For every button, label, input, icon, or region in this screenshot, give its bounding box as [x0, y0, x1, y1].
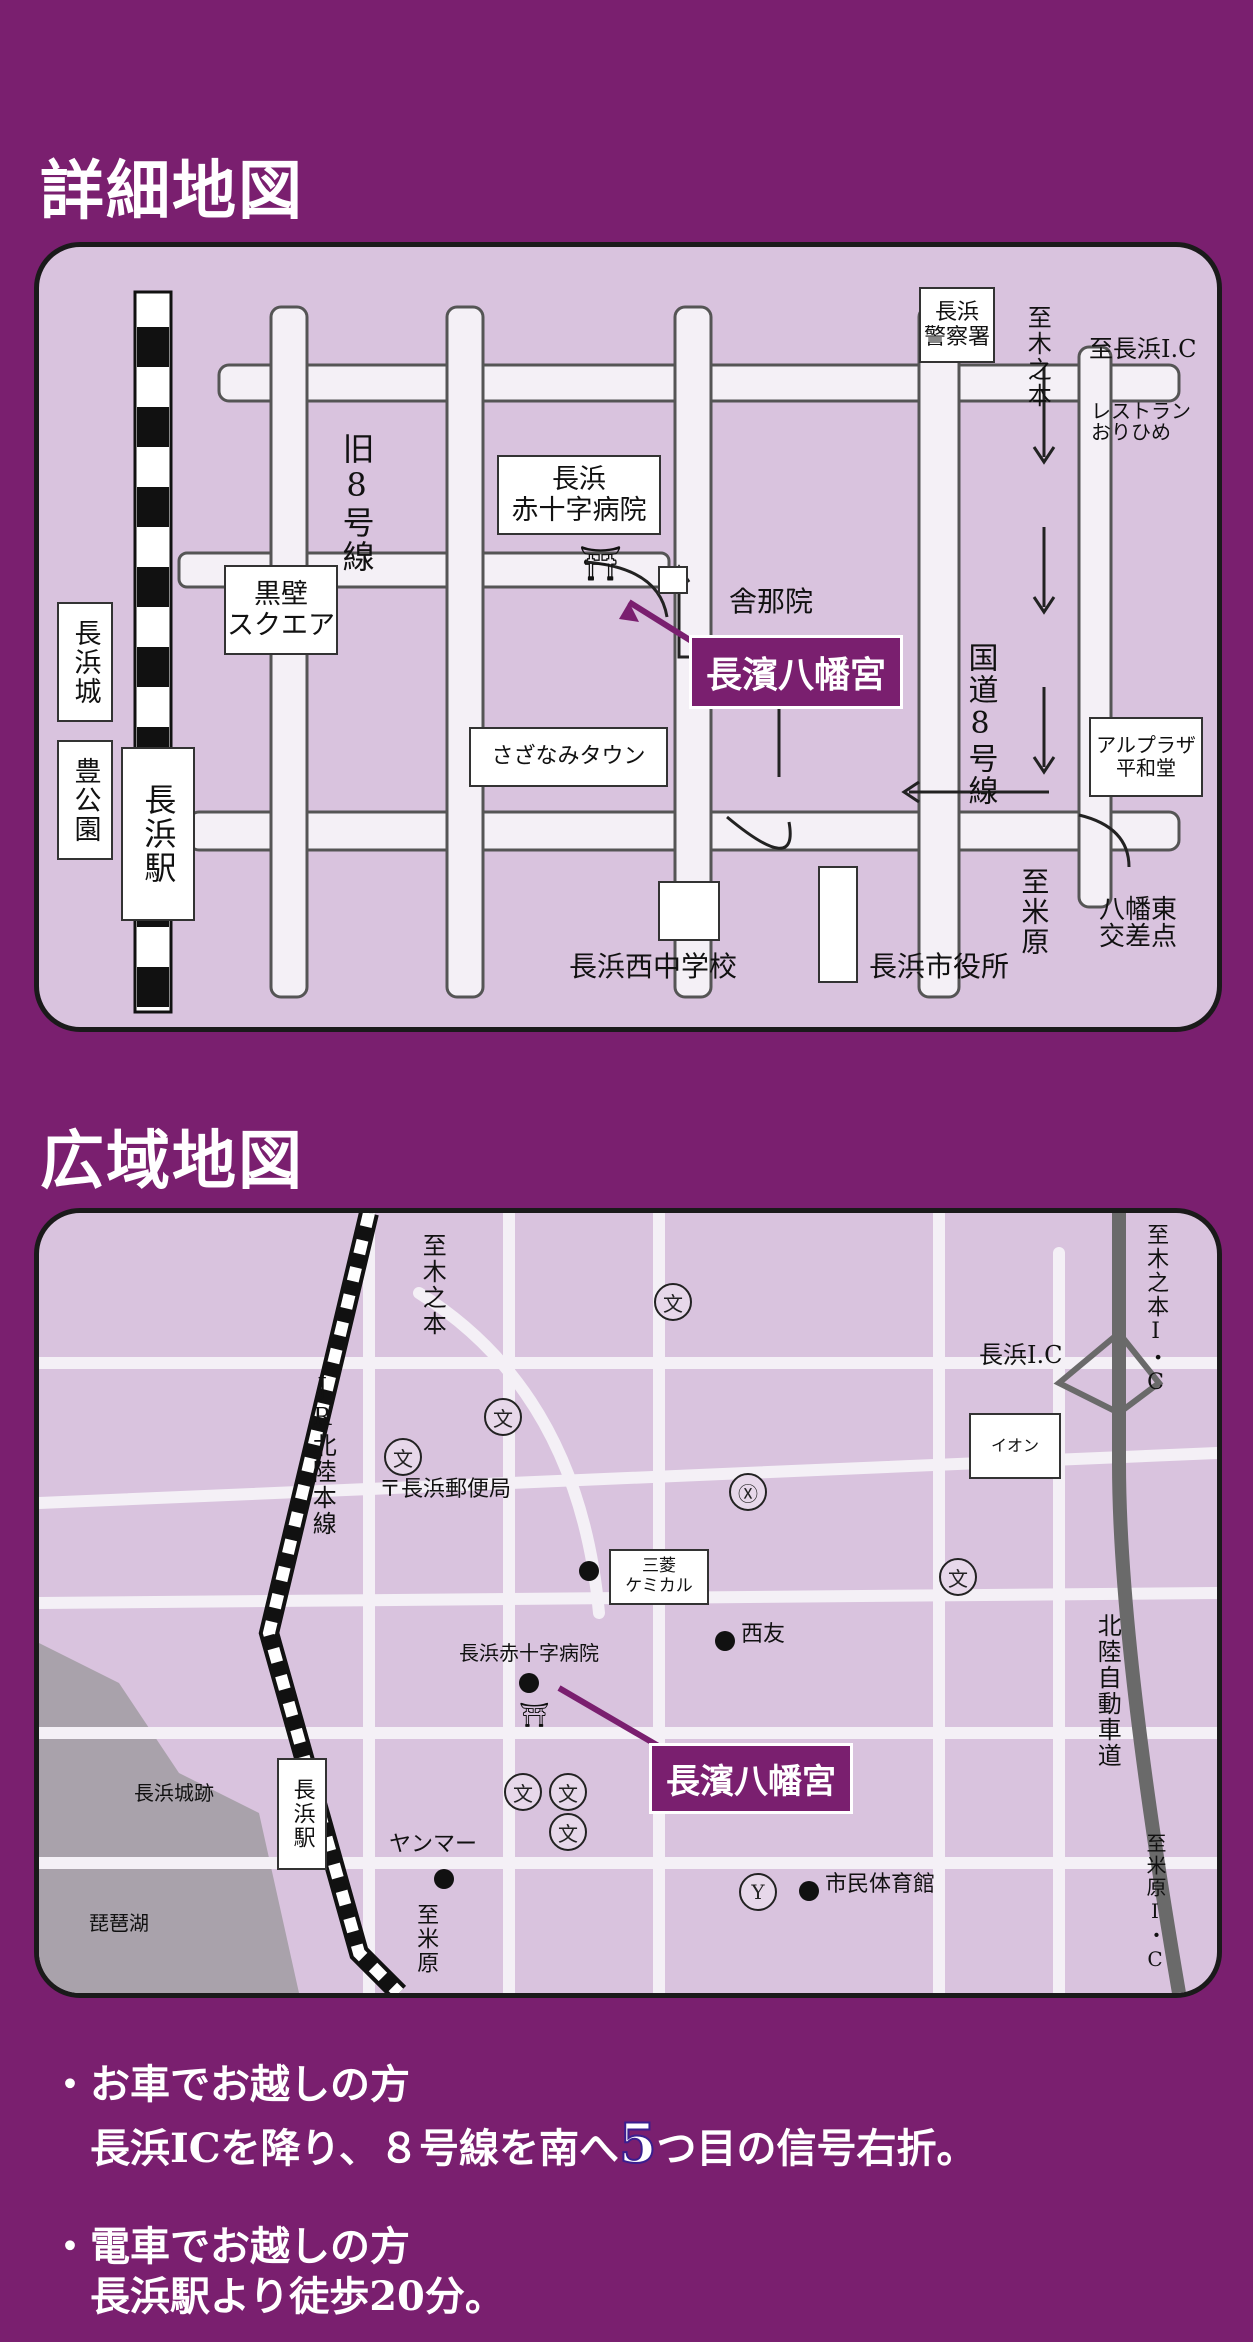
car-access-info: ・お車でお越しの方 長浜ICを降り、８号線を南へ5つ目の信号右折。	[50, 2060, 977, 2178]
fire-station-icon: Y	[739, 1873, 777, 1911]
castle-ruins-label: 長浜城跡	[134, 1781, 214, 1805]
post-office-label: 〒長浜郵便局	[379, 1477, 512, 1502]
to-maibara-label: 至米原	[1017, 867, 1051, 957]
nagahama-castle-box: 長浜城	[57, 602, 113, 722]
school-icon: 文	[939, 1558, 977, 1596]
shanain-label: 舎那院	[729, 585, 814, 618]
gym-marker-icon	[799, 1881, 819, 1901]
bullet: ・	[50, 2223, 90, 2270]
wide-shrine-highlight[interactable]: 長濱八幡宮	[649, 1743, 853, 1814]
to-kinomoto-ic-label: 至木之本I・C	[1143, 1223, 1169, 1397]
wide-shrine-symbol-icon: ⛩	[519, 1701, 550, 1729]
car-signal-count: 5	[618, 2110, 658, 2176]
detail-map[interactable]: 旧8号線 黒壁 スクエア 長浜城 豊公園 長浜駅 長浜 赤十字病院 ⛩ 舎那院 …	[34, 242, 1222, 1032]
jr-hokuriku-line-label: JR北陸本線	[308, 1373, 337, 1537]
gym-label: 市民体育館	[825, 1872, 936, 1897]
mitsubishi-chemical-box: 三菱 ケミカル	[609, 1549, 709, 1605]
shrine-symbol-icon: ⛩	[579, 544, 623, 584]
expressway-line	[1112, 1213, 1186, 1993]
wide-map-heading: 広域地図	[40, 1125, 304, 1199]
car-text-a: 長浜ICを降り、８号線を南へ	[90, 2125, 619, 2172]
car-text-b: つ目の信号右折。	[656, 2125, 977, 2172]
lake-area	[39, 1643, 299, 1993]
police-icon: Ⓧ	[729, 1473, 767, 1511]
to-kinomoto-label: 至木之本	[1023, 305, 1052, 409]
old-route8-label: 旧8号線	[337, 432, 376, 574]
detail-map-heading: 詳細地図	[40, 155, 304, 229]
nagahama-station-box[interactable]: 長浜駅	[121, 747, 195, 921]
city-hall-label: 長浜市役所	[869, 950, 1010, 983]
seiyu-label: 西友	[741, 1622, 786, 1647]
lake-biwa-label: 琵琶湖	[89, 1911, 149, 1935]
red-cross-label: 長浜赤十字病院	[459, 1641, 599, 1665]
wide-station-box[interactable]: 長浜駅	[277, 1758, 327, 1870]
wide-map[interactable]: 至木之本 JR北陸本線 長浜I.C 至木之本I・C イオン 〒長浜郵便局 三菱 …	[34, 1208, 1222, 1998]
car-title: お車でお越しの方	[90, 2061, 410, 2108]
school-icon: 文	[504, 1773, 542, 1811]
restaurant-orihime-label: レストラン おりひめ	[1091, 399, 1191, 444]
aeon-box: イオン	[969, 1413, 1061, 1479]
sazanami-town-box: さざなみタウン	[469, 727, 668, 787]
yanmar-marker-icon	[434, 1869, 454, 1889]
wide-to-kinomoto-label: 至木之本	[418, 1233, 447, 1337]
train-access-info: ・電車でお越しの方 長浜駅より徒歩20分。	[50, 2222, 505, 2322]
hou-park-box: 豊公園	[57, 740, 113, 860]
train-text: 長浜駅より徒歩20分。	[90, 2273, 505, 2320]
school-icon: 文	[549, 1773, 587, 1811]
train-title: 電車でお越しの方	[90, 2223, 410, 2270]
school-icon: 文	[484, 1398, 522, 1436]
alpla-heiwado-box: アルプラザ 平和堂	[1089, 717, 1203, 797]
wide-to-maibara-label: 至米原	[413, 1903, 439, 1975]
school-icon: 文	[549, 1813, 587, 1851]
red-cross-marker-icon	[519, 1673, 539, 1693]
yanmar-label: ヤンマー	[389, 1832, 478, 1857]
nagahama-ic-label: 長浜I.C	[979, 1341, 1063, 1369]
hachiman-east-intersection-label: 八幡東 交差点	[1099, 895, 1178, 953]
mitsubishi-marker-icon	[579, 1561, 599, 1581]
shrine-highlight[interactable]: 長濱八幡宮	[689, 635, 904, 709]
route8-label: 国道8号線	[962, 642, 998, 807]
expressway-label: 北陸自動車道	[1093, 1613, 1122, 1769]
school-icon: 文	[384, 1438, 422, 1476]
school-icon: 文	[654, 1283, 692, 1321]
police-station-box: 長浜 警察署	[919, 287, 995, 363]
bullet: ・	[50, 2061, 90, 2108]
to-maibara-ic-label: 至米原I・C	[1143, 1833, 1167, 1973]
nishi-junior-high-label: 長浜西中学校	[569, 950, 738, 983]
red-cross-hospital-box: 長浜 赤十字病院	[497, 455, 661, 535]
seiyu-marker-icon	[715, 1631, 735, 1651]
kurokabe-square-box: 黒壁 スクエア	[224, 565, 338, 655]
to-nagahama-ic-label: 至長浜I.C	[1089, 335, 1197, 363]
